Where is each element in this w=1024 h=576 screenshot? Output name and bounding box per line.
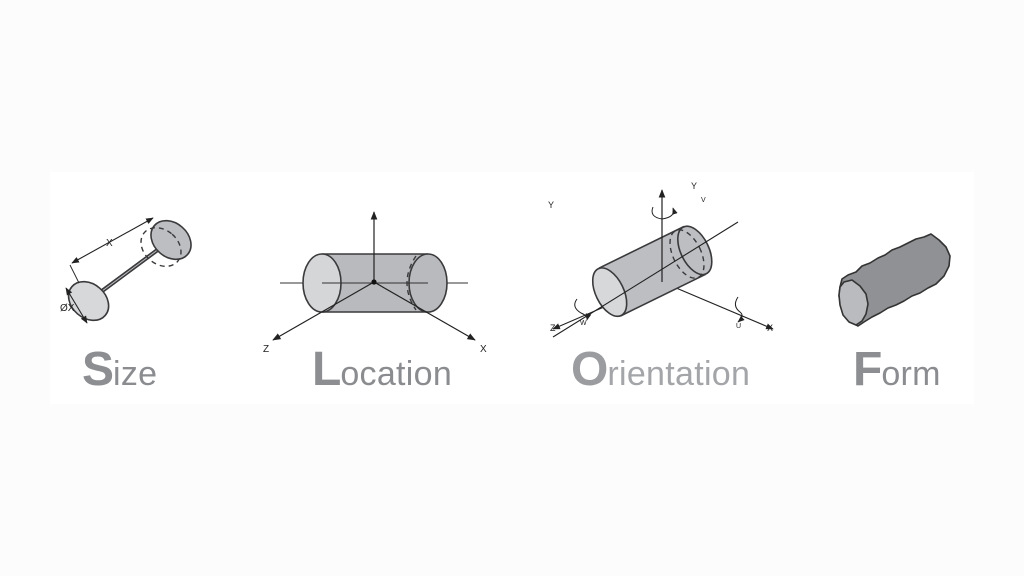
form-cylinder xyxy=(838,233,951,327)
orientation-tilted-axis xyxy=(552,221,739,338)
orientation-word: Orientation xyxy=(571,346,750,394)
location-z-arrow xyxy=(272,281,375,341)
orientation-v-rotation-arrow xyxy=(651,206,678,220)
location-x-arrow xyxy=(373,281,476,341)
orientation-rest: rientation xyxy=(607,355,751,393)
location-word: Location xyxy=(312,346,452,394)
orientation-w-rotation-arrow xyxy=(574,298,592,321)
size-word: Size xyxy=(82,346,157,394)
size-diameter-label: ØX xyxy=(60,303,75,314)
location-z-label: Z xyxy=(263,344,269,355)
orientation-initial: O xyxy=(571,343,608,396)
size-extension-line xyxy=(69,264,80,284)
orientation-w-label: W xyxy=(580,320,587,327)
size-diameter-arrow xyxy=(65,287,88,324)
orientation-y-top-label: Y xyxy=(691,181,697,191)
size-length-arrow xyxy=(71,217,154,264)
orientation-y-left-label: Y xyxy=(548,200,554,210)
form-initial: F xyxy=(853,343,882,396)
location-origin-dot xyxy=(371,279,377,285)
location-rest: ocation xyxy=(340,355,453,393)
size-initial: S xyxy=(82,343,114,396)
orientation-u-rotation-arrow xyxy=(734,296,745,323)
form-word: Form xyxy=(853,346,941,394)
orientation-cylinder xyxy=(591,225,713,318)
orientation-u-label: U xyxy=(736,323,741,330)
diagram-panel xyxy=(50,172,974,404)
orientation-x-label: X xyxy=(767,323,773,333)
location-x-label: X xyxy=(480,344,487,355)
size-cylinder xyxy=(67,219,192,322)
orientation-v-label: V xyxy=(701,197,706,204)
form-rest: orm xyxy=(881,355,941,393)
orientation-x-axis xyxy=(661,281,774,330)
size-rest: ize xyxy=(113,355,158,393)
orientation-z-label: Z xyxy=(550,323,556,333)
size-length-label: X xyxy=(106,238,113,249)
location-initial: L xyxy=(312,343,341,396)
